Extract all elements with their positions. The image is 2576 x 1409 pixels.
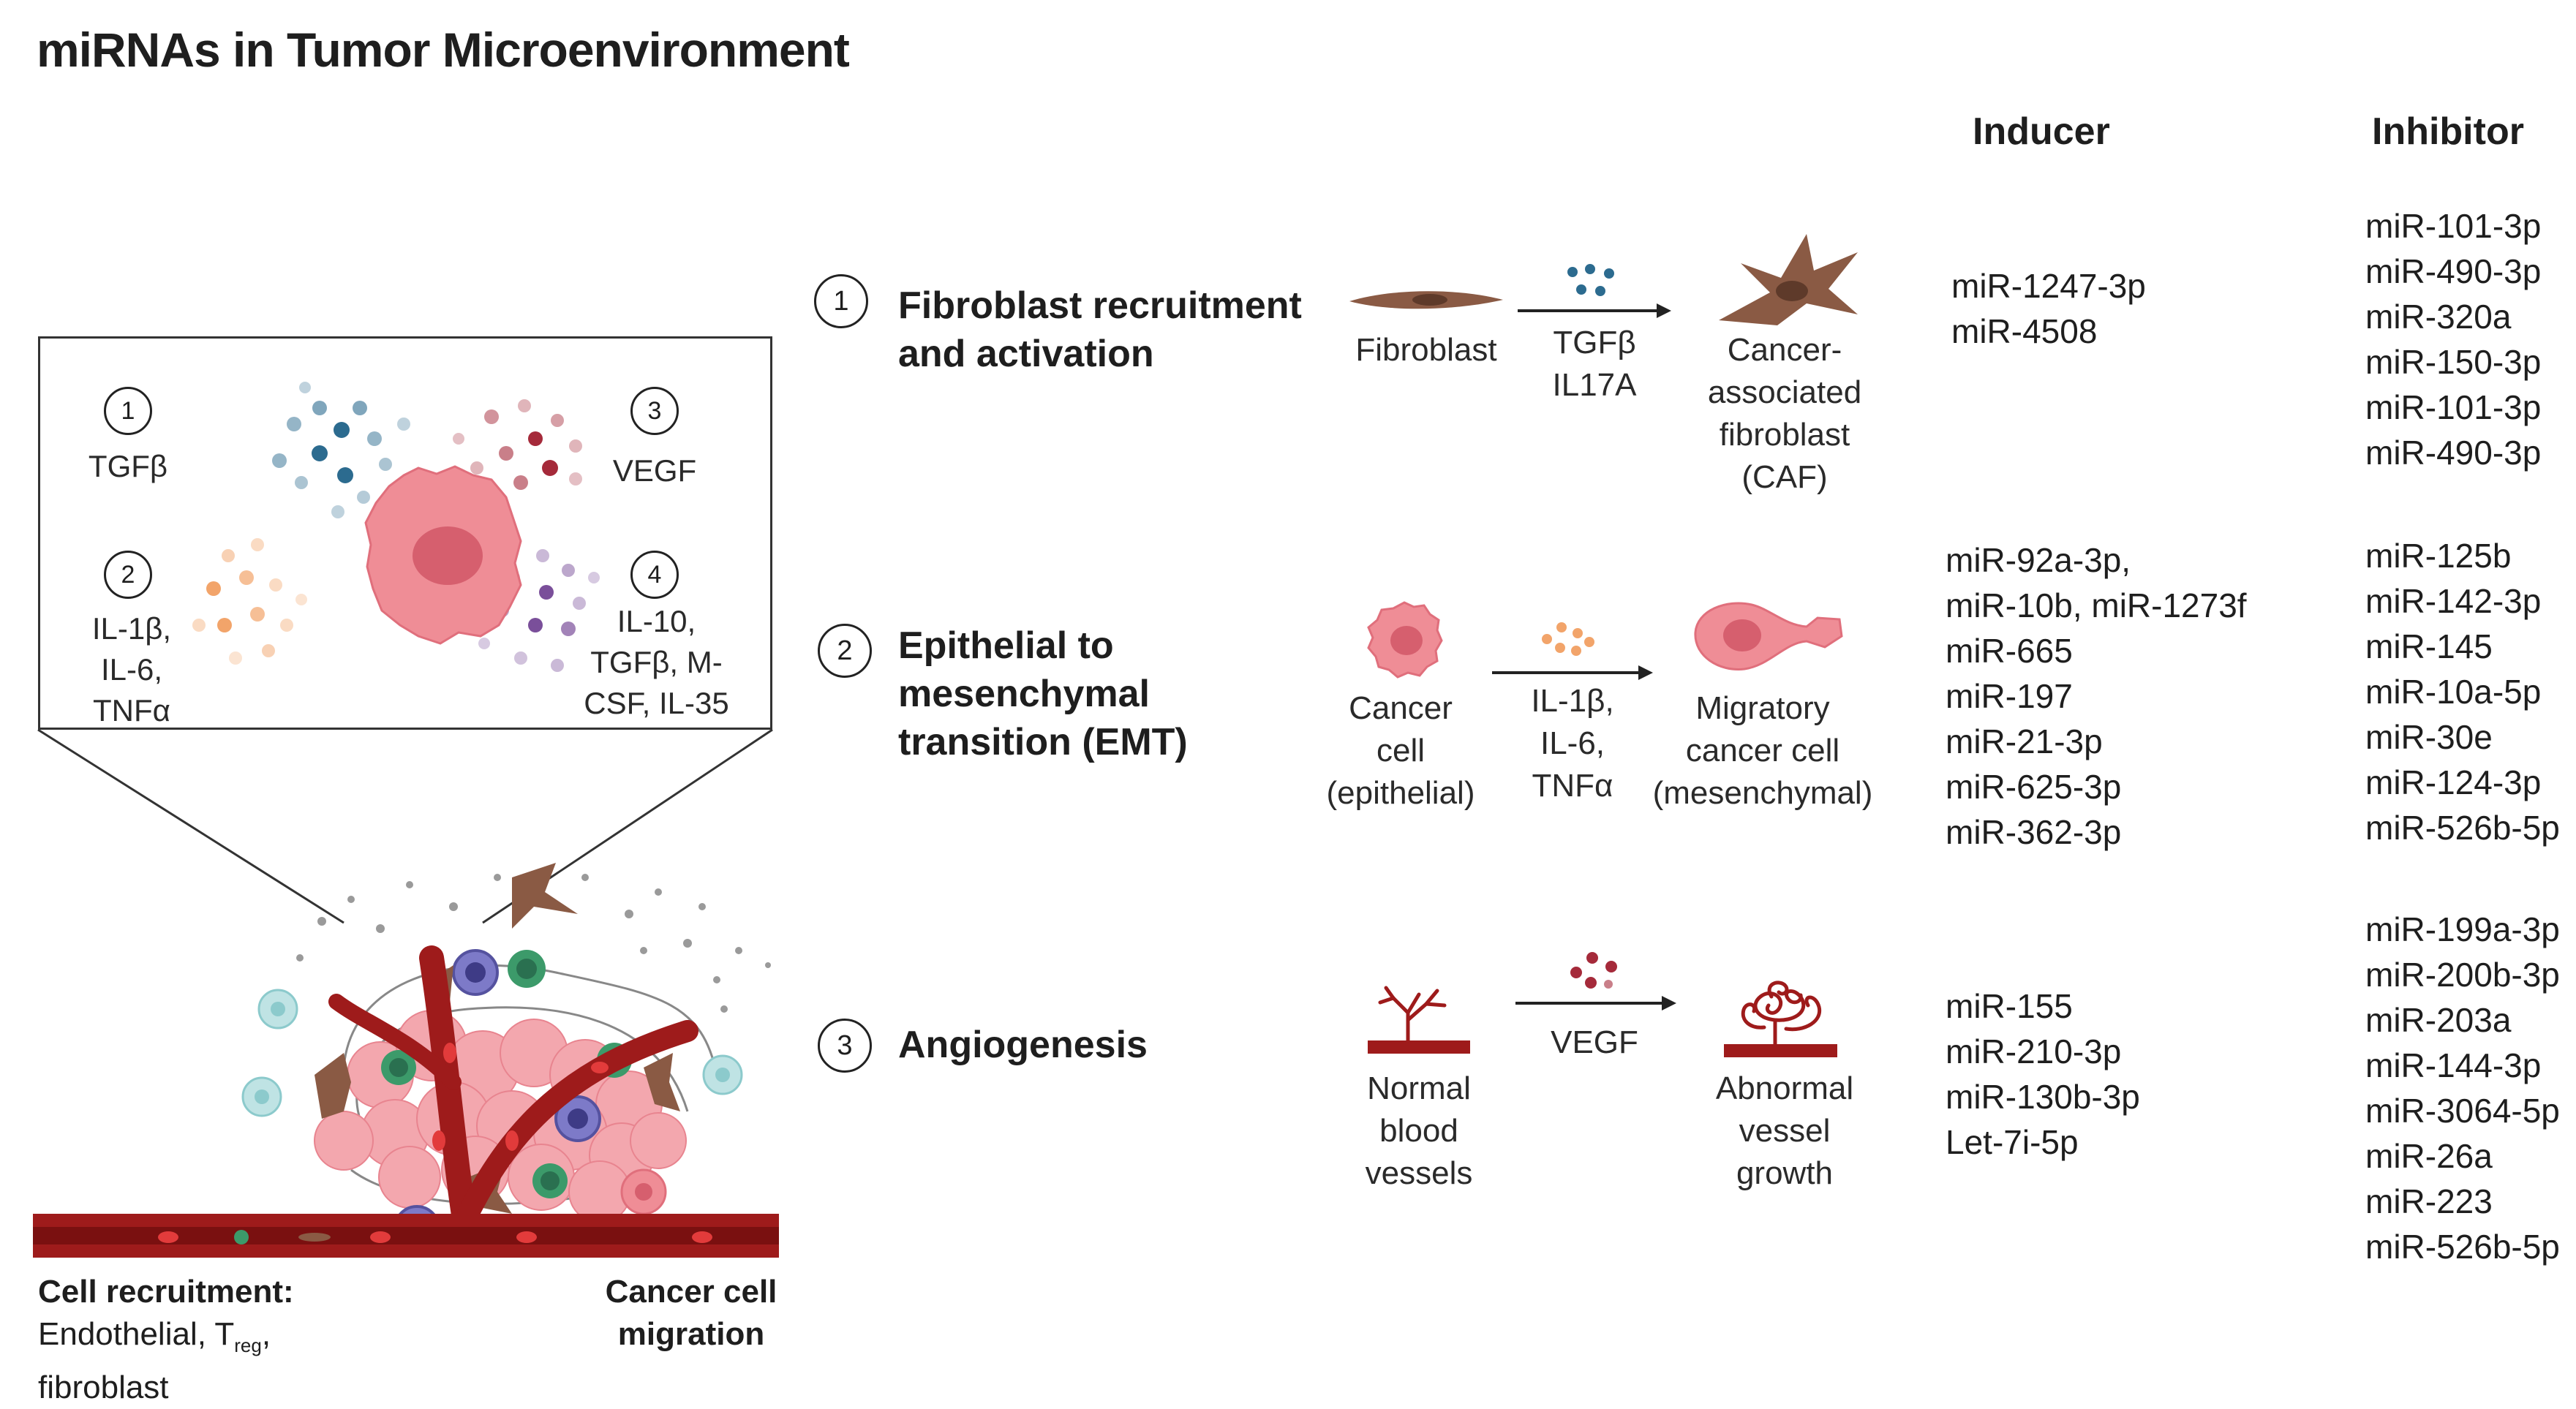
cancer-cell-migration-label: Cancer cell migration <box>605 1274 777 1352</box>
inducer-item: miR-210-3p <box>1946 1032 2122 1070</box>
migratory-cell-label: Migratory cancer cell (mesenchymal) <box>1652 690 1873 811</box>
inhibitor-item: miR-10a-5p <box>2365 673 2542 711</box>
normal-vessel-label: Normal blood vessels <box>1365 1070 1473 1191</box>
inhibitor-item: miR-150-3p <box>2365 343 2542 381</box>
process-3-inhibitors: miR-199a-3p miR-200b-3p miR-203a miR-144… <box>2365 907 2560 1269</box>
process-1-title: Fibroblast recruitment and activation <box>898 284 1302 375</box>
inset-num-3: 3 <box>630 387 679 435</box>
inhibitor-item: miR-526b-5p <box>2365 1228 2560 1266</box>
cytokine-inset-art <box>192 382 600 672</box>
epithelial-cancer-cell-icon <box>1367 601 1443 679</box>
inhibitor-item: miR-199a-3p <box>2365 910 2560 948</box>
inset-label-il10: IL-10, TGFβ, M- CSF, IL-35 <box>584 604 729 720</box>
inhibitor-item: miR-101-3p <box>2365 388 2542 426</box>
inducer-item: miR-665 <box>1946 632 2073 670</box>
inducer-item: miR-1247-3p <box>1951 267 2146 305</box>
inducer-item: miR-92a-3p, <box>1946 541 2131 579</box>
process-2-title: Epithelial to mesenchymal transition (EM… <box>898 624 1188 763</box>
fibroblast-label: Fibroblast <box>1355 332 1497 368</box>
process-1-inhibitors: miR-101-3p miR-490-3p miR-320a miR-150-3… <box>2365 203 2541 475</box>
tumor-scene <box>33 863 779 1258</box>
abnormal-vessel-label: Abnormal vessel growth <box>1715 1070 1854 1191</box>
inducer-item: miR-21-3p <box>1946 722 2103 760</box>
inducer-header: Inducer <box>1973 110 2110 153</box>
inhibitor-item: miR-142-3p <box>2365 582 2542 620</box>
inhibitor-item: miR-26a <box>2365 1137 2493 1175</box>
inducer-item: Let-7i-5p <box>1946 1123 2079 1161</box>
inhibitor-item: miR-144-3p <box>2365 1046 2542 1084</box>
tgfb-signal-dots <box>1567 264 1614 296</box>
inset-label-vegf: VEGF <box>612 453 697 488</box>
inset-cancer-cell <box>364 465 522 645</box>
process-2-arrow <box>1492 665 1653 680</box>
process-2-signal: IL-1β, IL-6, TNFα <box>1531 683 1614 804</box>
caf-icon <box>1719 234 1858 325</box>
inhibitor-item: miR-30e <box>2365 718 2493 756</box>
inducer-item: miR-625-3p <box>1946 768 2122 806</box>
epithelial-cell-label: Cancer cell (epithelial) <box>1326 690 1475 811</box>
inhibitor-item: miR-101-3p <box>2365 207 2542 245</box>
inset-label-tgfb: TGFβ <box>88 449 168 483</box>
inducer-item: miR-130b-3p <box>1946 1078 2140 1116</box>
inhibitor-item: miR-3064-5p <box>2365 1092 2560 1130</box>
figure-title: miRNAs in Tumor Microenvironment <box>37 23 850 77</box>
inset-num-1: 1 <box>104 387 152 435</box>
tumor-microenvironment-panel: 1 TGFβ 2 IL-1β, IL-6, TNFα 3 VEGF 4 IL-1… <box>0 0 805 1405</box>
inducer-item: miR-155 <box>1946 987 2073 1025</box>
inhibitor-item: miR-490-3p <box>2365 252 2542 290</box>
vegf-signal-dots <box>1570 952 1617 989</box>
process-1-number: 1 <box>814 274 868 328</box>
inhibitor-item: miR-145 <box>2365 627 2493 665</box>
process-2-inhibitors: miR-125b miR-142-3p miR-145 miR-10a-5p m… <box>2365 533 2560 850</box>
tumor-vessel <box>328 945 698 1255</box>
caf-label: Cancer- associated fibroblast (CAF) <box>1707 332 1862 495</box>
inset-label-il: IL-1β, IL-6, TNFα <box>91 611 172 728</box>
inhibitor-item: miR-320a <box>2365 298 2512 336</box>
inhibitor-item: miR-223 <box>2365 1182 2493 1220</box>
inducer-item: miR-362-3p <box>1946 813 2122 851</box>
vessel-rbc <box>432 1043 609 1151</box>
inducer-item: miR-10b, miR-1273f <box>1946 586 2247 624</box>
inhibitor-item: miR-526b-5p <box>2365 809 2560 847</box>
abnormal-vessel-icon <box>1724 981 1837 1057</box>
process-3-signal: VEGF <box>1551 1024 1638 1060</box>
cell-recruitment-label: Cell recruitment: Endothelial, Treg, fib… <box>38 1274 294 1405</box>
inhibitor-item: miR-200b-3p <box>2365 956 2560 994</box>
process-3-arrow <box>1515 996 1676 1011</box>
main-vessel-rbc <box>158 1231 712 1243</box>
inset-num-2: 2 <box>104 551 152 599</box>
process-3-inducers: miR-155 miR-210-3p miR-130b-3p Let-7i-5p <box>1946 983 2140 1165</box>
inducer-item: miR-4508 <box>1951 312 2098 350</box>
il-dots <box>192 538 307 665</box>
inhibitor-item: miR-124-3p <box>2365 763 2542 801</box>
migratory-cancer-cell-icon <box>1694 602 1843 670</box>
process-2-inducers: miR-92a-3p, miR-10b, miR-1273f miR-665 m… <box>1946 537 2247 855</box>
process-1-signal: TGFβ IL17A <box>1552 325 1637 403</box>
process-3-title: Angiogenesis <box>898 1024 1148 1066</box>
normal-vessel-icon <box>1368 986 1470 1054</box>
inhibitor-item: miR-125b <box>2365 537 2512 575</box>
process-3-number: 3 <box>818 1019 872 1073</box>
process-2-number: 2 <box>818 624 872 678</box>
process-1-arrow <box>1518 303 1671 318</box>
inhibitor-item: miR-203a <box>2365 1001 2512 1039</box>
inhibitor-header: Inhibitor <box>2372 110 2524 153</box>
inhibitor-item: miR-490-3p <box>2365 434 2542 472</box>
process-1-inducers: miR-1247-3p miR-4508 <box>1951 263 2146 354</box>
inset-num-4: 4 <box>630 551 679 599</box>
inducer-item: miR-197 <box>1946 677 2073 715</box>
fibroblast-icon <box>1349 291 1503 309</box>
il-signal-dots <box>1542 622 1594 656</box>
